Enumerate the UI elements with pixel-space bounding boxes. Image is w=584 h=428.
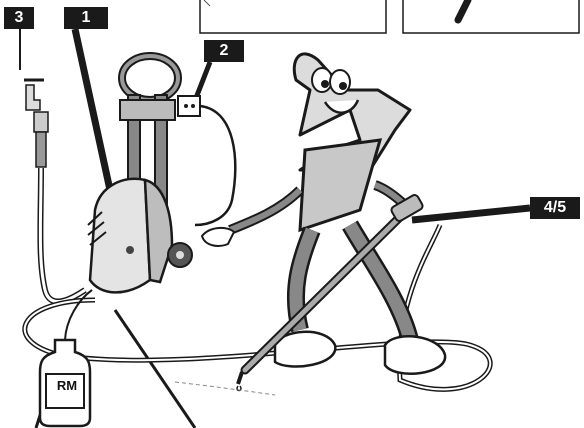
bottle-label: RM bbox=[52, 378, 82, 393]
water-tap bbox=[24, 80, 48, 167]
top-frame-right bbox=[403, 0, 579, 33]
label-unit: 1 bbox=[64, 7, 108, 29]
label-tap: 3 bbox=[4, 7, 34, 29]
label-lance: 4/5 bbox=[530, 197, 580, 219]
power-cable bbox=[195, 106, 235, 225]
label-socket: 2 bbox=[204, 40, 244, 62]
water-hose bbox=[40, 168, 85, 302]
power-socket bbox=[178, 96, 200, 116]
top-frame-left bbox=[200, 0, 386, 33]
detergent-bottle bbox=[40, 290, 92, 426]
